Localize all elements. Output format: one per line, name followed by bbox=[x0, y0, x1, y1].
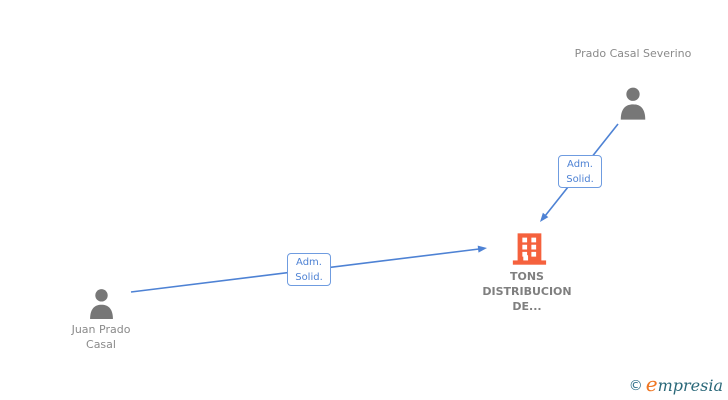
edge-label-line1: Adm. bbox=[567, 159, 593, 170]
brand-rest: mpresia bbox=[657, 376, 723, 395]
edge-label-line1: Adm. bbox=[296, 257, 322, 268]
brand-initial: e bbox=[645, 372, 658, 396]
person-node-prado-casal-severino[interactable] bbox=[619, 86, 647, 120]
person-bottom-label: Juan Prado Casal bbox=[71, 323, 131, 351]
person-icon bbox=[619, 86, 647, 120]
building-icon bbox=[510, 231, 548, 268]
edge-label-severino-adm-solid[interactable]: Adm. Solid. bbox=[558, 155, 602, 188]
person-node-juan-prado-casal[interactable] bbox=[88, 288, 115, 319]
arrowhead-icon bbox=[540, 212, 549, 222]
empresia-logo[interactable]: ©empresia bbox=[629, 372, 723, 396]
edge-label-line2: Solid. bbox=[566, 174, 594, 185]
company-node-tons-distribucion[interactable] bbox=[510, 231, 548, 268]
person-icon bbox=[88, 288, 115, 319]
company-label: TONS DISTRIBUCION DE... bbox=[482, 270, 572, 313]
copyright-icon: © bbox=[628, 378, 643, 394]
person-top-label: Prado Casal Severino bbox=[574, 47, 692, 60]
arrowhead-icon bbox=[477, 245, 487, 253]
edge-label-line2: Solid. bbox=[295, 272, 323, 283]
edge-label-juan-adm-solid[interactable]: Adm. Solid. bbox=[287, 253, 331, 286]
